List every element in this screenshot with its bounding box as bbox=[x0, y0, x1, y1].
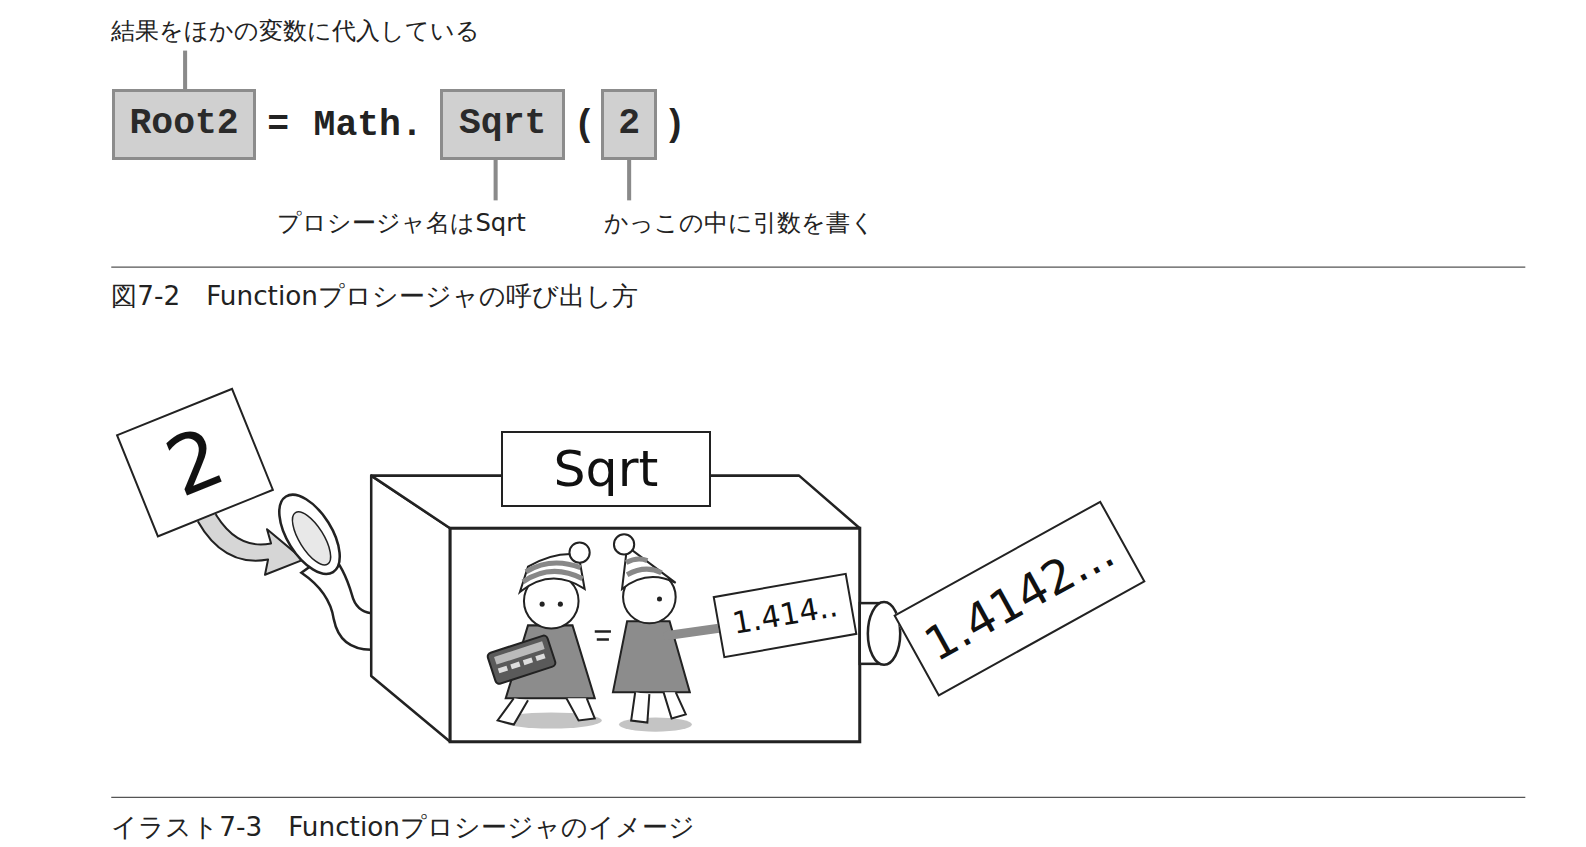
node-text: 1.4142... bbox=[916, 525, 1123, 672]
node-text: 2 bbox=[154, 409, 237, 515]
node-text: 2 bbox=[618, 103, 640, 145]
code-box: 2 bbox=[601, 89, 657, 160]
talk-mark bbox=[595, 631, 611, 639]
standing-elf bbox=[613, 534, 724, 722]
box-front bbox=[450, 528, 860, 742]
funnel-inner bbox=[285, 506, 338, 570]
shadow bbox=[619, 717, 692, 731]
figure-caption: 図7-2 Functionプロシージャの呼び出し方 bbox=[111, 281, 638, 313]
node-text: 1.414.. bbox=[730, 589, 841, 642]
code-token: Math. bbox=[314, 104, 423, 148]
output-pipe-mouth bbox=[868, 602, 900, 665]
input-card: 2 bbox=[116, 387, 275, 538]
leader-line bbox=[627, 160, 631, 200]
procedure-sign: Sqrt bbox=[501, 431, 711, 507]
node-text: Root2 bbox=[129, 103, 238, 145]
leader-line bbox=[183, 51, 187, 89]
leader-line bbox=[494, 160, 498, 200]
code-box: Sqrt bbox=[440, 89, 564, 160]
code-box: Root2 bbox=[112, 89, 255, 160]
annotation: プロシージャ名はSqrt bbox=[277, 208, 525, 237]
code-token: ) bbox=[664, 104, 686, 148]
rule-line bbox=[111, 266, 1525, 267]
code-token: ( bbox=[574, 104, 596, 148]
code-token: = bbox=[267, 104, 289, 148]
figure-caption: イラスト7-3 Functionプロシージャのイメージ bbox=[111, 812, 695, 844]
node-text: Sqrt bbox=[553, 440, 658, 498]
output-paper: 1.4142... bbox=[893, 501, 1146, 697]
node-text: Sqrt bbox=[459, 103, 546, 145]
annotation: かっこの中に引数を書く bbox=[604, 208, 875, 237]
rule-line bbox=[111, 797, 1525, 798]
sitting-elf bbox=[487, 542, 595, 724]
annotation: 結果をほかの変数に代入している bbox=[111, 16, 480, 45]
funnel-mouth bbox=[267, 485, 352, 584]
